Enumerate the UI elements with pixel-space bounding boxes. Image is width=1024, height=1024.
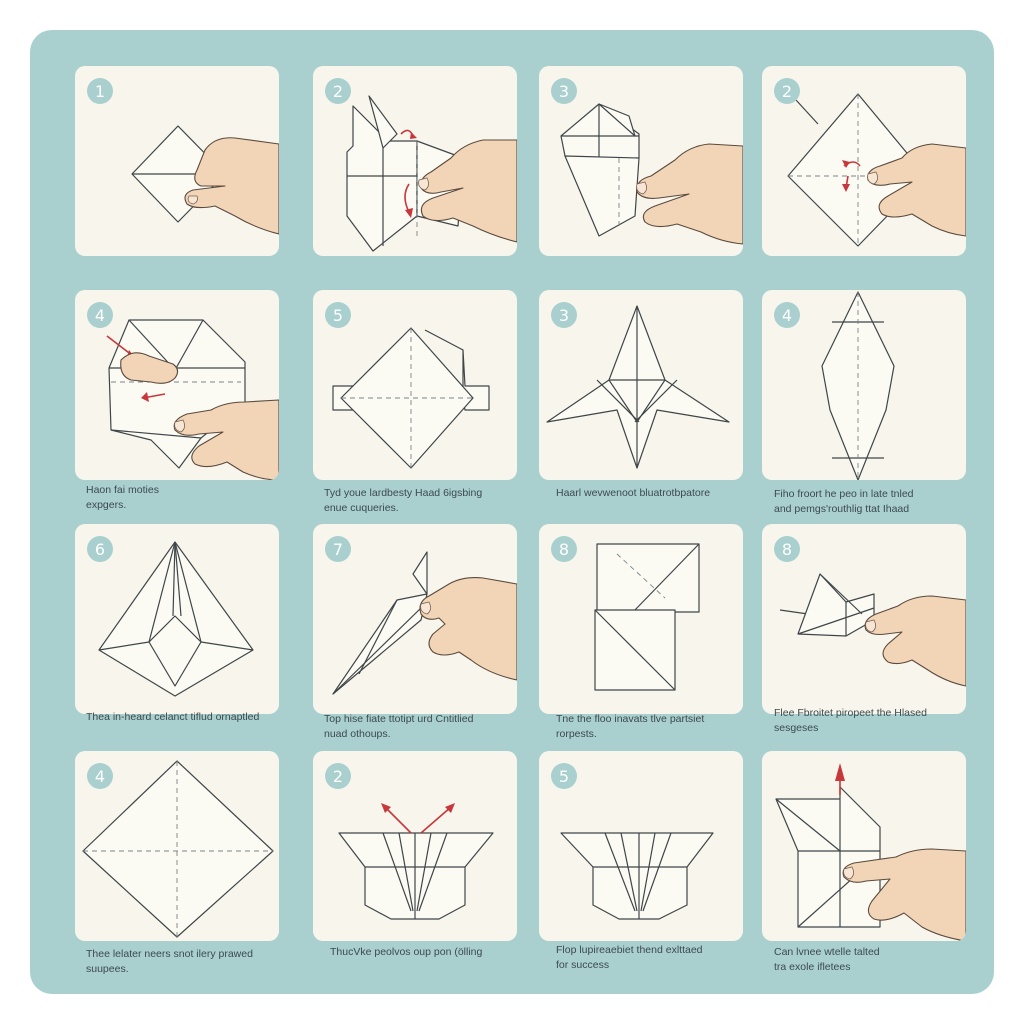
step-14-illustration — [338, 803, 494, 920]
step-number-badge: 2 — [325, 763, 351, 789]
step-7-illustration — [546, 305, 730, 469]
step-number-badge: 2 — [325, 78, 351, 104]
step-caption: Flee Fbroitet piropeet the Hlased sesges… — [774, 707, 927, 734]
step-card-5: 4 — [75, 290, 279, 480]
step-card-11: 8 — [539, 524, 743, 714]
step-card-7: 3 — [539, 290, 743, 480]
step-number-badge: 4 — [87, 302, 113, 328]
step-16-illustration — [775, 763, 966, 941]
step-card-1: 1 — [75, 66, 279, 256]
step-card-10: 7 — [313, 524, 517, 714]
step-card-16 — [762, 751, 966, 941]
step-card-8: 4 — [762, 290, 966, 480]
step-caption: Haarl wevwenoot bluatrotbpatore — [556, 487, 711, 499]
step-13-illustration — [82, 760, 274, 938]
step-9-illustration — [98, 541, 254, 697]
step-caption: Tne the floo inavats tlve partsiet rorpe… — [556, 713, 705, 740]
step-caption: ThucVke peolvos oup pon (ölling — [330, 946, 483, 958]
step-4-illustration — [787, 93, 966, 247]
step-card-12: 8 — [762, 524, 966, 714]
step-card-14: 2 — [313, 751, 517, 941]
step-caption: Thea in-heard celanct tiflud ornaptled — [86, 711, 260, 723]
step-card-13: 4 — [75, 751, 279, 941]
step-caption: Thee lelater neers snot ilery prawed suu… — [86, 948, 253, 975]
step-number-badge: 7 — [325, 536, 351, 562]
step-number-badge: 3 — [551, 78, 577, 104]
step-3-illustration — [560, 103, 743, 245]
step-number-badge: 1 — [87, 78, 113, 104]
step-number-badge: 4 — [87, 763, 113, 789]
step-15-illustration — [560, 832, 714, 920]
step-number-badge: 5 — [551, 763, 577, 789]
step-caption: Haon fai moties expgers. — [86, 484, 159, 511]
step-caption: Fiho froort he peo in late tnled and pem… — [774, 488, 914, 515]
step-12-illustration — [779, 573, 966, 687]
step-number-badge: 4 — [774, 302, 800, 328]
step-caption: Top hise fiate ttotipt urd Cntitlied nua… — [324, 713, 474, 740]
step-number-badge: 8 — [551, 536, 577, 562]
step-number-badge: 5 — [325, 302, 351, 328]
step-card-2: 2 — [313, 66, 517, 256]
step-card-6: 5 — [313, 290, 517, 480]
step-8-illustration — [821, 291, 895, 480]
step-11-illustration — [594, 543, 700, 691]
step-5-illustration — [106, 319, 279, 480]
step-caption: Tyd youe lardbesty Haad 6igsbing enue cu… — [324, 487, 483, 514]
step-card-3: 3 — [539, 66, 743, 256]
step-number-badge: 2 — [774, 78, 800, 104]
step-2-illustration — [346, 95, 517, 252]
step-card-9: 6 — [75, 524, 279, 714]
step-card-15: 5 — [539, 751, 743, 941]
step-card-4: 2 — [762, 66, 966, 256]
step-10-illustration — [332, 551, 517, 695]
step-caption: Flop lupireaebiet thend exlttaed for suc… — [556, 944, 703, 971]
step-caption: Can lvnee wtelle talted tra exole iflete… — [774, 946, 880, 973]
step-6-illustration — [332, 327, 490, 469]
step-number-badge: 8 — [774, 536, 800, 562]
step-number-badge: 6 — [87, 536, 113, 562]
step-1-illustration — [131, 125, 279, 235]
step-number-badge: 3 — [551, 302, 577, 328]
